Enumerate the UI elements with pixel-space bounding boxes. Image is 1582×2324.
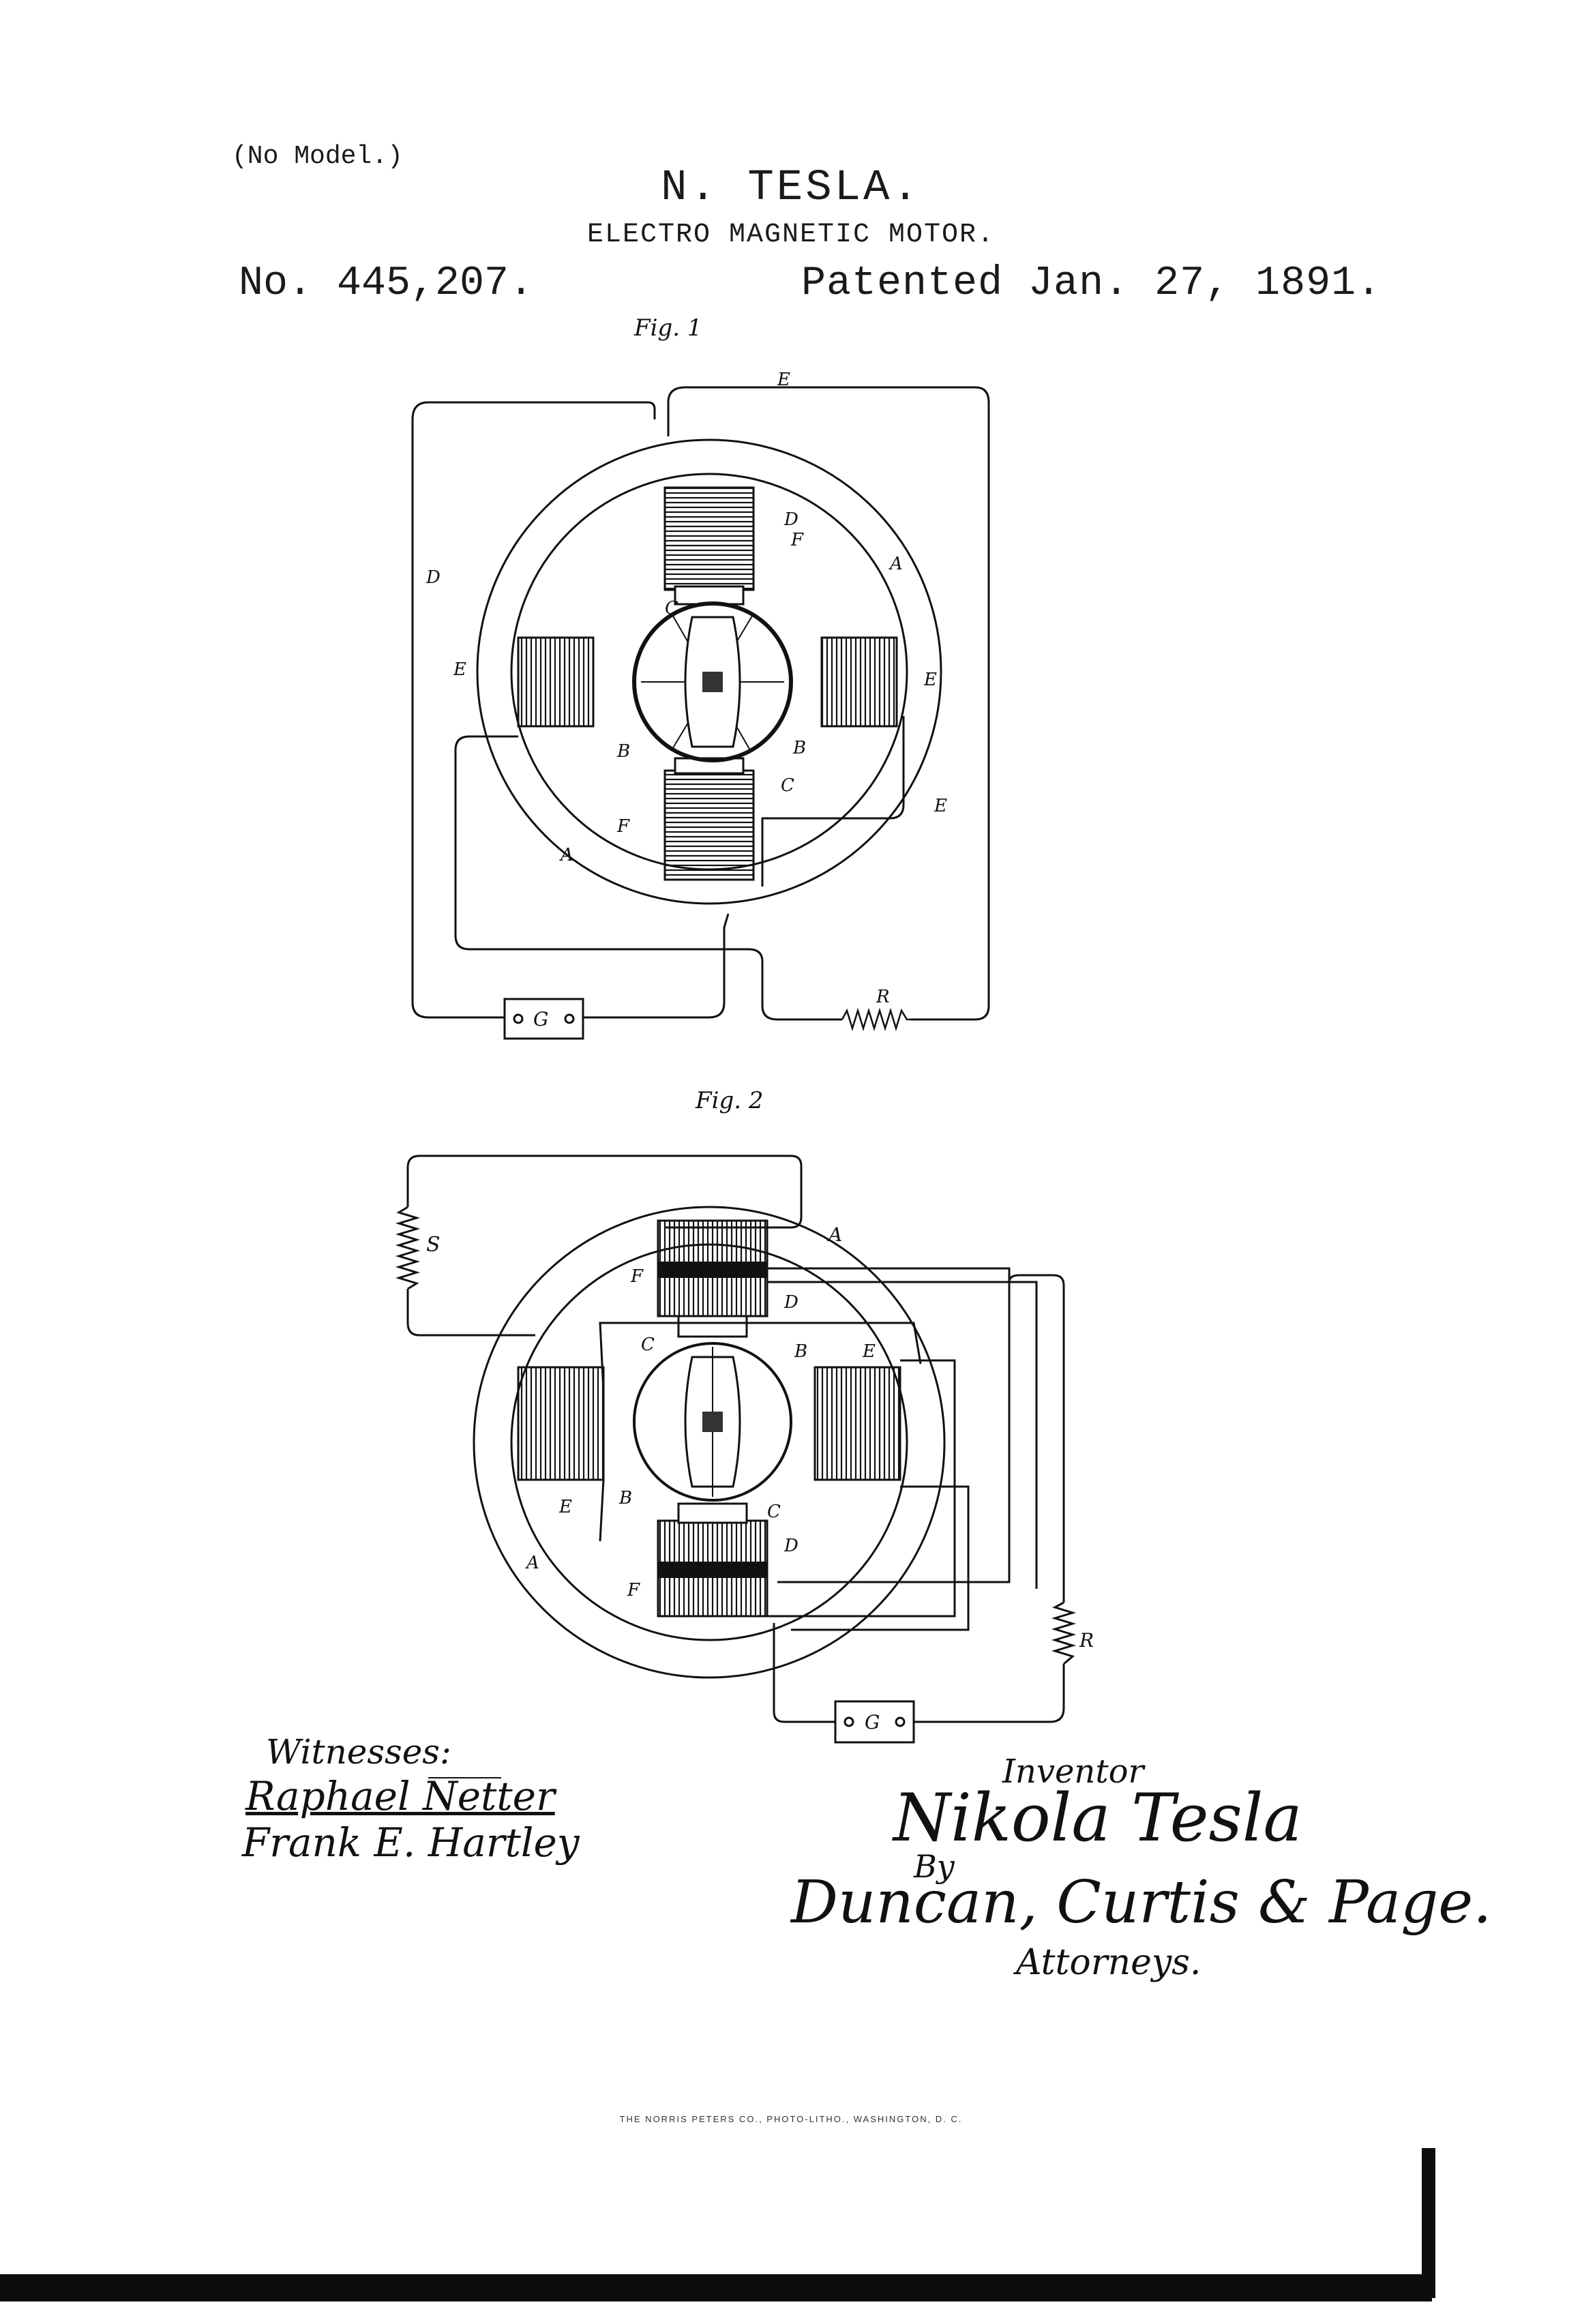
fig1-wire-g bbox=[583, 913, 730, 1019]
fig1-label-e-right: E bbox=[923, 670, 937, 690]
fig2-left-coil bbox=[517, 1366, 605, 1481]
fig1-wire-e bbox=[667, 386, 990, 1021]
fig1-label-d-left: D bbox=[426, 567, 441, 588]
attorneys-signature: Duncan, Curtis & Page. bbox=[791, 1868, 1492, 1937]
scan-edge-bottom bbox=[0, 2274, 1432, 2301]
fig2-label-generator: G bbox=[865, 1711, 880, 1733]
fig1-resistance-zigzag bbox=[841, 1007, 910, 1032]
fig1-label-d-coil: D bbox=[783, 509, 799, 530]
fig2-label-b-top: B bbox=[794, 1341, 807, 1362]
fig1-label-f-lower: F bbox=[616, 816, 630, 837]
fig1-wire-e-right bbox=[761, 716, 905, 887]
witness-1-signature: Raphael Netter bbox=[245, 1773, 555, 1819]
witness-2-signature: Frank E. Hartley bbox=[242, 1819, 580, 1866]
scan-edge-right bbox=[1422, 2148, 1435, 2298]
fig1-label-c-bottom: C bbox=[781, 775, 794, 796]
printer-credit: THE NORRIS PETERS CO., PHOTO-LITHO., WAS… bbox=[619, 2114, 963, 2124]
fig1-top-coil bbox=[663, 486, 755, 591]
patent-number: No. 445,207. bbox=[239, 260, 534, 307]
fig2-wire-g bbox=[773, 1623, 835, 1723]
fig1-label-b-left: B bbox=[616, 741, 630, 762]
fig1-wire-r bbox=[454, 735, 842, 1021]
fig2-wire-r bbox=[1008, 1274, 1065, 1603]
patent-date: Patented Jan. 27, 1891. bbox=[801, 260, 1382, 307]
fig2-resistance-zigzag bbox=[1051, 1601, 1077, 1665]
fig2-label-a-top: A bbox=[826, 1223, 842, 1246]
fig1-label-resistance: R bbox=[876, 987, 890, 1007]
fig1-bottom-coil bbox=[663, 769, 755, 881]
fig2-label-f-bottom: F bbox=[627, 1580, 640, 1600]
fig1-wire-d bbox=[411, 401, 656, 1019]
fig2-label-b-left: B bbox=[618, 1488, 632, 1508]
fig2-label-d-top: D bbox=[783, 1292, 799, 1313]
fig2-label-a-left: A bbox=[525, 1553, 539, 1573]
fig1-label-b-right: B bbox=[792, 738, 806, 758]
figure-1 bbox=[411, 386, 990, 1040]
fig1-armature bbox=[632, 601, 793, 762]
inventor-signature: Nikola Tesla bbox=[893, 1780, 1302, 1856]
fig2-right-coil bbox=[814, 1366, 901, 1481]
fig2-label-d-bottom: D bbox=[783, 1536, 799, 1556]
fig1-label-e-top: E bbox=[777, 370, 790, 390]
figure-2 bbox=[395, 1154, 1077, 1744]
fig1-label-generator: G bbox=[533, 1008, 548, 1030]
fig1-label-c-top: C bbox=[665, 598, 678, 619]
fig2-s-coil bbox=[395, 1206, 421, 1290]
fig2-label-resistance: R bbox=[1079, 1629, 1094, 1652]
fig1-label-a-left: A bbox=[559, 845, 573, 865]
fig1-label-e-lower: E bbox=[934, 796, 947, 816]
fig1-label-a-right: A bbox=[889, 554, 903, 574]
fig2-label-s-coil: S bbox=[426, 1233, 441, 1257]
by-label: By bbox=[914, 1848, 955, 1885]
fig2-label-e-right: E bbox=[862, 1341, 876, 1362]
fig2-label-f-top: F bbox=[630, 1266, 644, 1287]
fig2-caption: Fig. 2 bbox=[695, 1087, 763, 1114]
fig1-caption: Fig. 1 bbox=[633, 314, 702, 342]
fig2-generator bbox=[834, 1700, 915, 1744]
fig1-right-coil bbox=[820, 636, 898, 728]
witnesses-label: Witnesses: bbox=[266, 1732, 451, 1772]
fig2-outer-ring bbox=[473, 1206, 946, 1679]
fig2-label-c-top: C bbox=[641, 1335, 655, 1355]
fig2-armature bbox=[633, 1342, 792, 1502]
inventor-name-heading: N. TESLA. bbox=[661, 164, 921, 213]
fig2-label-e-left: E bbox=[558, 1497, 572, 1517]
fig1-generator bbox=[503, 998, 584, 1040]
fig1-outer-ring bbox=[476, 438, 942, 905]
fig1-label-f-coil: F bbox=[790, 530, 804, 550]
inventor-label: Inventor bbox=[1002, 1753, 1144, 1791]
fig1-left-coil bbox=[517, 636, 595, 728]
attorneys-label: Attorneys. bbox=[1016, 1942, 1202, 1983]
patent-title: ELECTRO MAGNETIC MOTOR. bbox=[586, 220, 996, 250]
fig2-label-c-bottom: C bbox=[767, 1502, 781, 1522]
fig2-wire-right bbox=[767, 1267, 1011, 1583]
fig1-label-e-left: E bbox=[453, 659, 466, 680]
no-model-note: (No Model.) bbox=[232, 142, 403, 171]
